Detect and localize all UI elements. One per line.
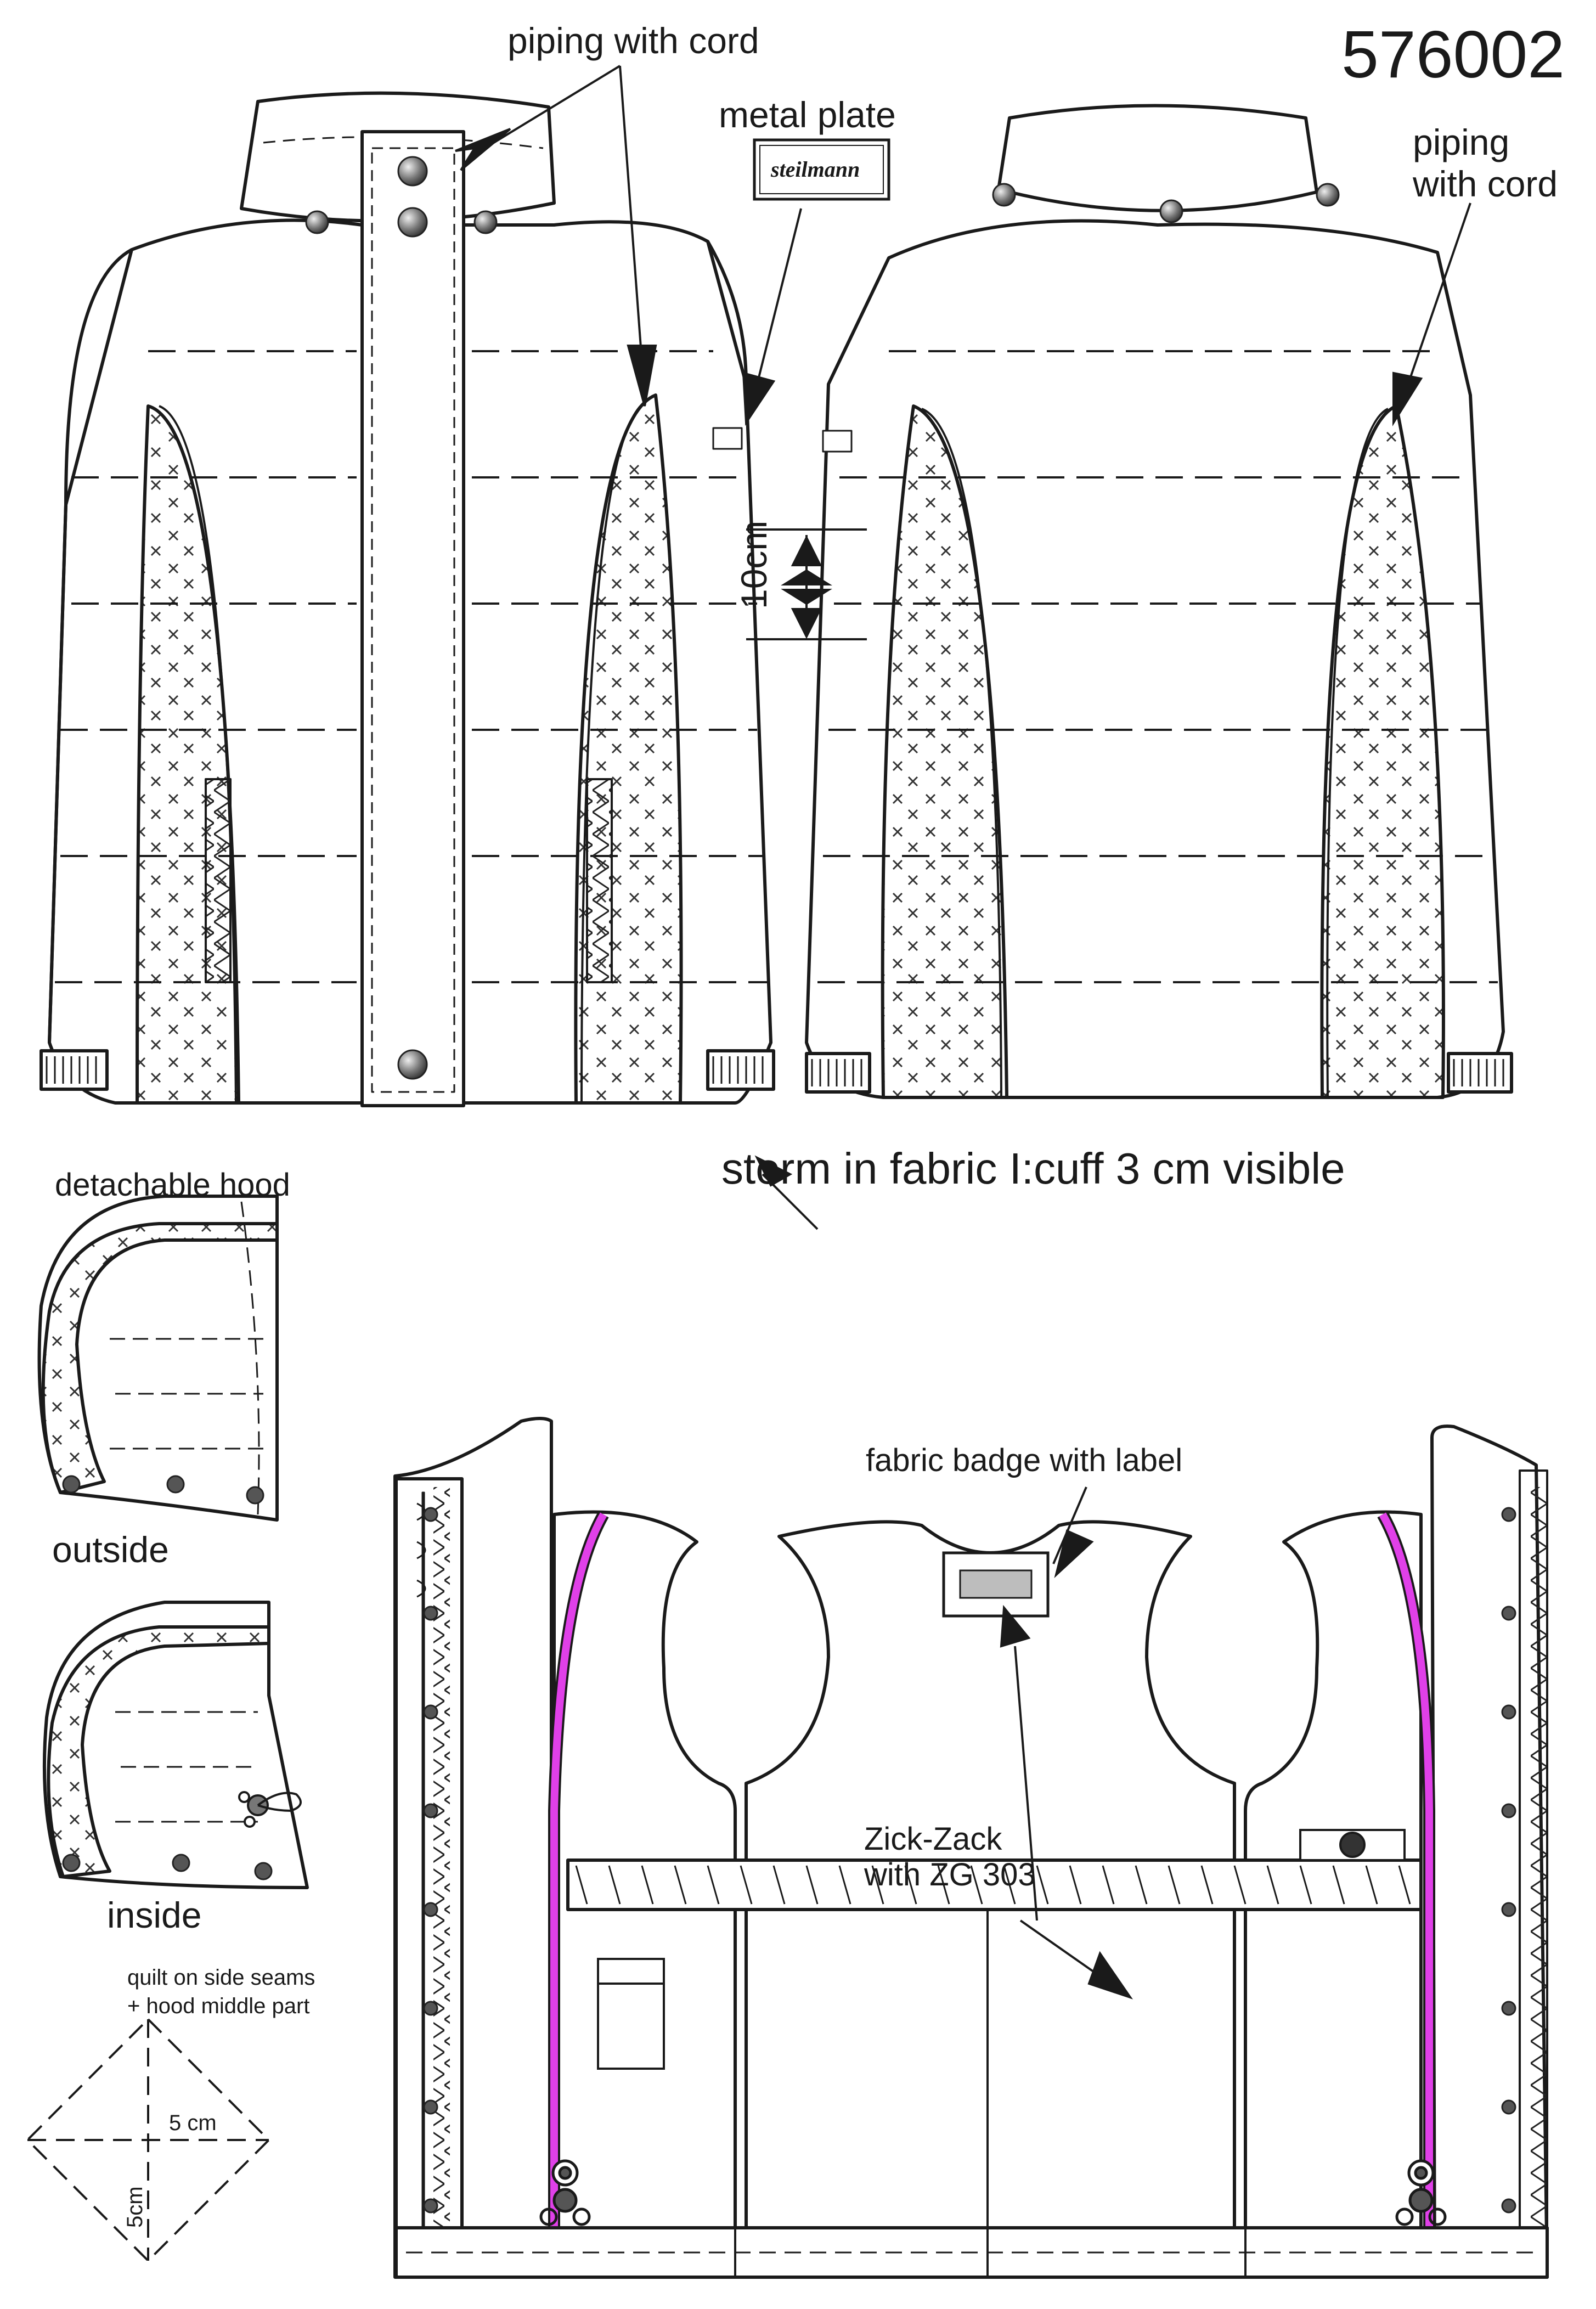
metal-plate-label: metal plate [719,94,896,135]
toggle-cord-icon [1395,2159,1447,2226]
measure-10cm-label: 10cm [734,520,774,609]
storm-cuff-label: storm in fabric I:cuff 3 cm visible [721,1144,1345,1193]
hood-outside [37,1195,279,1522]
snap-button-icon [62,1475,81,1494]
snap-button-icon [473,210,498,234]
zipper-pocket-icon [597,1958,665,2070]
style-number: 576002 [1341,17,1565,92]
snap-button-icon [305,210,329,234]
front-jacket [40,91,775,1107]
hood-inside [42,1601,309,1889]
quilt-diagram [26,2018,270,2262]
arrow-icon [754,1155,793,1187]
quilt-note: quilt on side seams + hood middle part [127,1966,315,2018]
snap-button-icon [172,1854,190,1872]
hood-title: detachable hood [55,1167,290,1203]
quilt-5cm-horizontal: 5 cm [169,2111,217,2135]
badge-icon [942,1551,1050,1618]
hood-inside-label: inside [107,1895,202,1935]
piping-front-label: piping with cord [507,20,759,61]
measure-10cm [746,528,867,640]
metal-plate-icon [753,138,890,201]
snap-button-icon [62,1854,81,1872]
arrow-icon [455,128,511,171]
snap-button-icon [397,1049,428,1080]
hood-outside-label: outside [52,1529,169,1570]
back-jacket [805,104,1513,1099]
snap-button-icon [397,156,428,187]
snap-button-icon [254,1862,273,1880]
quilt-5cm-vertical: 5cm [123,2186,147,2228]
annotation-arrows-top [455,65,1471,1230]
arrow-icon [1054,1529,1094,1579]
snap-button-icon [992,183,1016,207]
piping-back-label: piping with cord [1413,122,1558,204]
arrow-icon [627,345,657,407]
snap-button-icon [1316,183,1340,207]
inside-view [393,1417,1549,2279]
snap-button-icon [166,1475,185,1494]
fabric-badge-label: fabric badge with label [866,1443,1183,1478]
snap-button-icon [1159,199,1183,223]
arrow-icon [1087,1951,1133,2000]
inside-snaps [423,1507,1516,2214]
toggle-cord-icon [238,1791,302,1828]
arrow-icon [742,371,776,426]
zick-zack-label: Zick-Zack with ZG 303 [864,1821,1036,1893]
back-snaps [992,183,1340,223]
plate-brand: steilmann [771,157,860,182]
snap-button-icon [246,1486,264,1505]
inner-loop [1299,1829,1406,1861]
arrow-icon [1000,1604,1031,1648]
toggle-cord-icon [539,2159,591,2226]
annotation-arrows-bottom [1000,1486,1133,2000]
front-snaps [305,156,498,1080]
snap-button-icon [397,207,428,238]
arrow-icon [1392,371,1423,426]
